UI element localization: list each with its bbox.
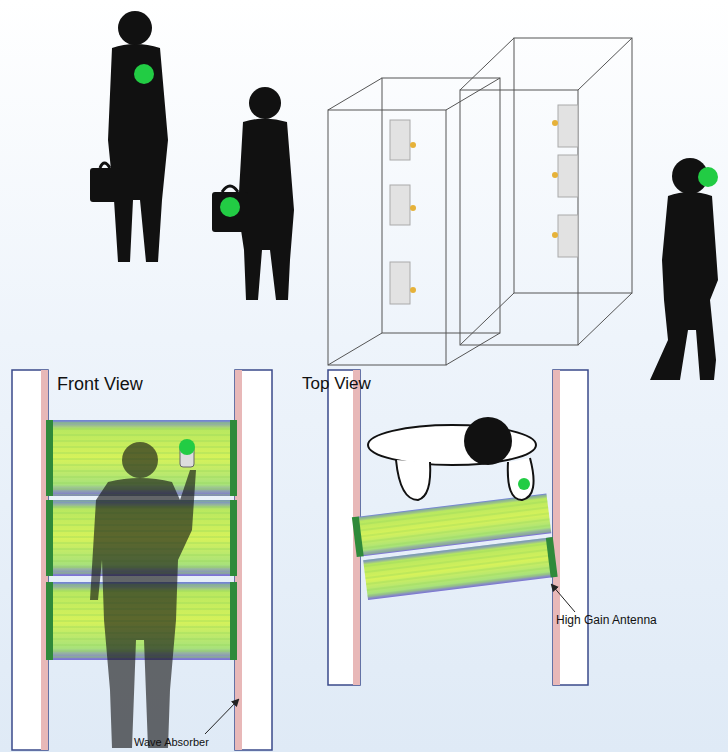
person-silhouettes	[90, 11, 718, 380]
leader-line	[205, 700, 238, 734]
tag-dot	[698, 167, 718, 187]
leader-line	[552, 585, 575, 612]
front-view	[12, 370, 272, 750]
gate-wireframe	[328, 38, 632, 365]
view-title: Front View	[57, 375, 143, 395]
tag-dot	[134, 64, 154, 84]
part-label: High Gain Antenna	[556, 614, 657, 627]
part-label: Wave Absorber	[134, 736, 209, 748]
tag-dot	[220, 197, 240, 217]
view-title: Top View	[302, 375, 371, 394]
antenna-feed	[410, 120, 558, 293]
antenna-panel	[390, 105, 578, 304]
top-view	[328, 370, 588, 685]
